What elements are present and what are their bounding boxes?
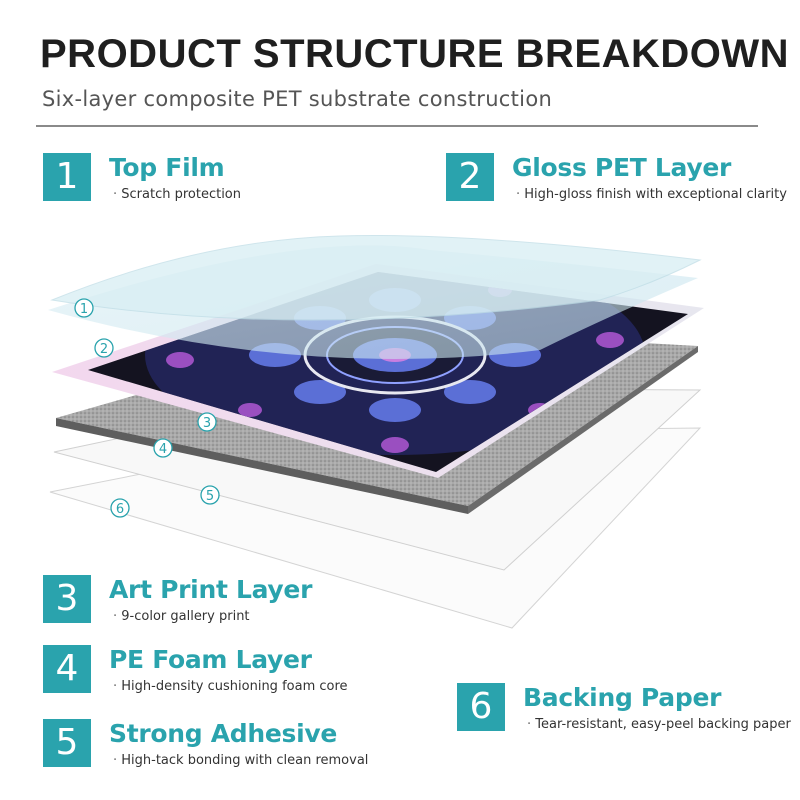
page-title: PRODUCT STRUCTURE BREAKDOWN — [40, 32, 790, 76]
layer-description: High-gloss finish with exceptional clari… — [516, 187, 787, 202]
diagram-marker-4: 4 — [153, 438, 173, 458]
layer-description: High-tack bonding with clean removal — [113, 753, 368, 768]
layer-number-badge: 2 — [446, 153, 494, 201]
layer-name: Strong Adhesive — [109, 719, 338, 748]
top-film — [50, 235, 702, 321]
layer-name: Art Print Layer — [109, 575, 313, 604]
layer-number-badge: 1 — [43, 153, 91, 201]
layer-name: Gloss PET Layer — [512, 153, 731, 182]
layer-description: High-density cushioning foam core — [113, 679, 347, 694]
layer-number-badge: 3 — [43, 575, 91, 623]
layer-name: Top Film — [109, 153, 225, 182]
svg-text:2: 2 — [100, 342, 108, 357]
diagram-marker-2: 2 — [94, 338, 114, 358]
layer-description: Tear-resistant, easy-peel backing paper — [527, 717, 791, 732]
diagram-marker-1: 1 — [74, 298, 94, 318]
header-divider — [36, 125, 758, 127]
page-subtitle: Six-layer composite PET substrate constr… — [42, 87, 553, 111]
svg-text:4: 4 — [159, 442, 167, 457]
layer-number-badge: 5 — [43, 719, 91, 767]
diagram-marker-6: 6 — [110, 498, 130, 518]
layer-number-badge: 4 — [43, 645, 91, 693]
svg-text:1: 1 — [80, 302, 88, 317]
diagram-marker-3: 3 — [197, 412, 217, 432]
svg-text:3: 3 — [203, 416, 211, 431]
layer-description: 9-color gallery print — [113, 609, 249, 624]
diagram-marker-5: 5 — [200, 485, 220, 505]
layer-name: PE Foam Layer — [109, 645, 312, 674]
layer-number-badge: 6 — [457, 683, 505, 731]
layer-name: Backing Paper — [523, 683, 722, 712]
svg-text:6: 6 — [116, 502, 124, 517]
svg-text:5: 5 — [206, 489, 214, 504]
layer-description: Scratch protection — [113, 187, 241, 202]
